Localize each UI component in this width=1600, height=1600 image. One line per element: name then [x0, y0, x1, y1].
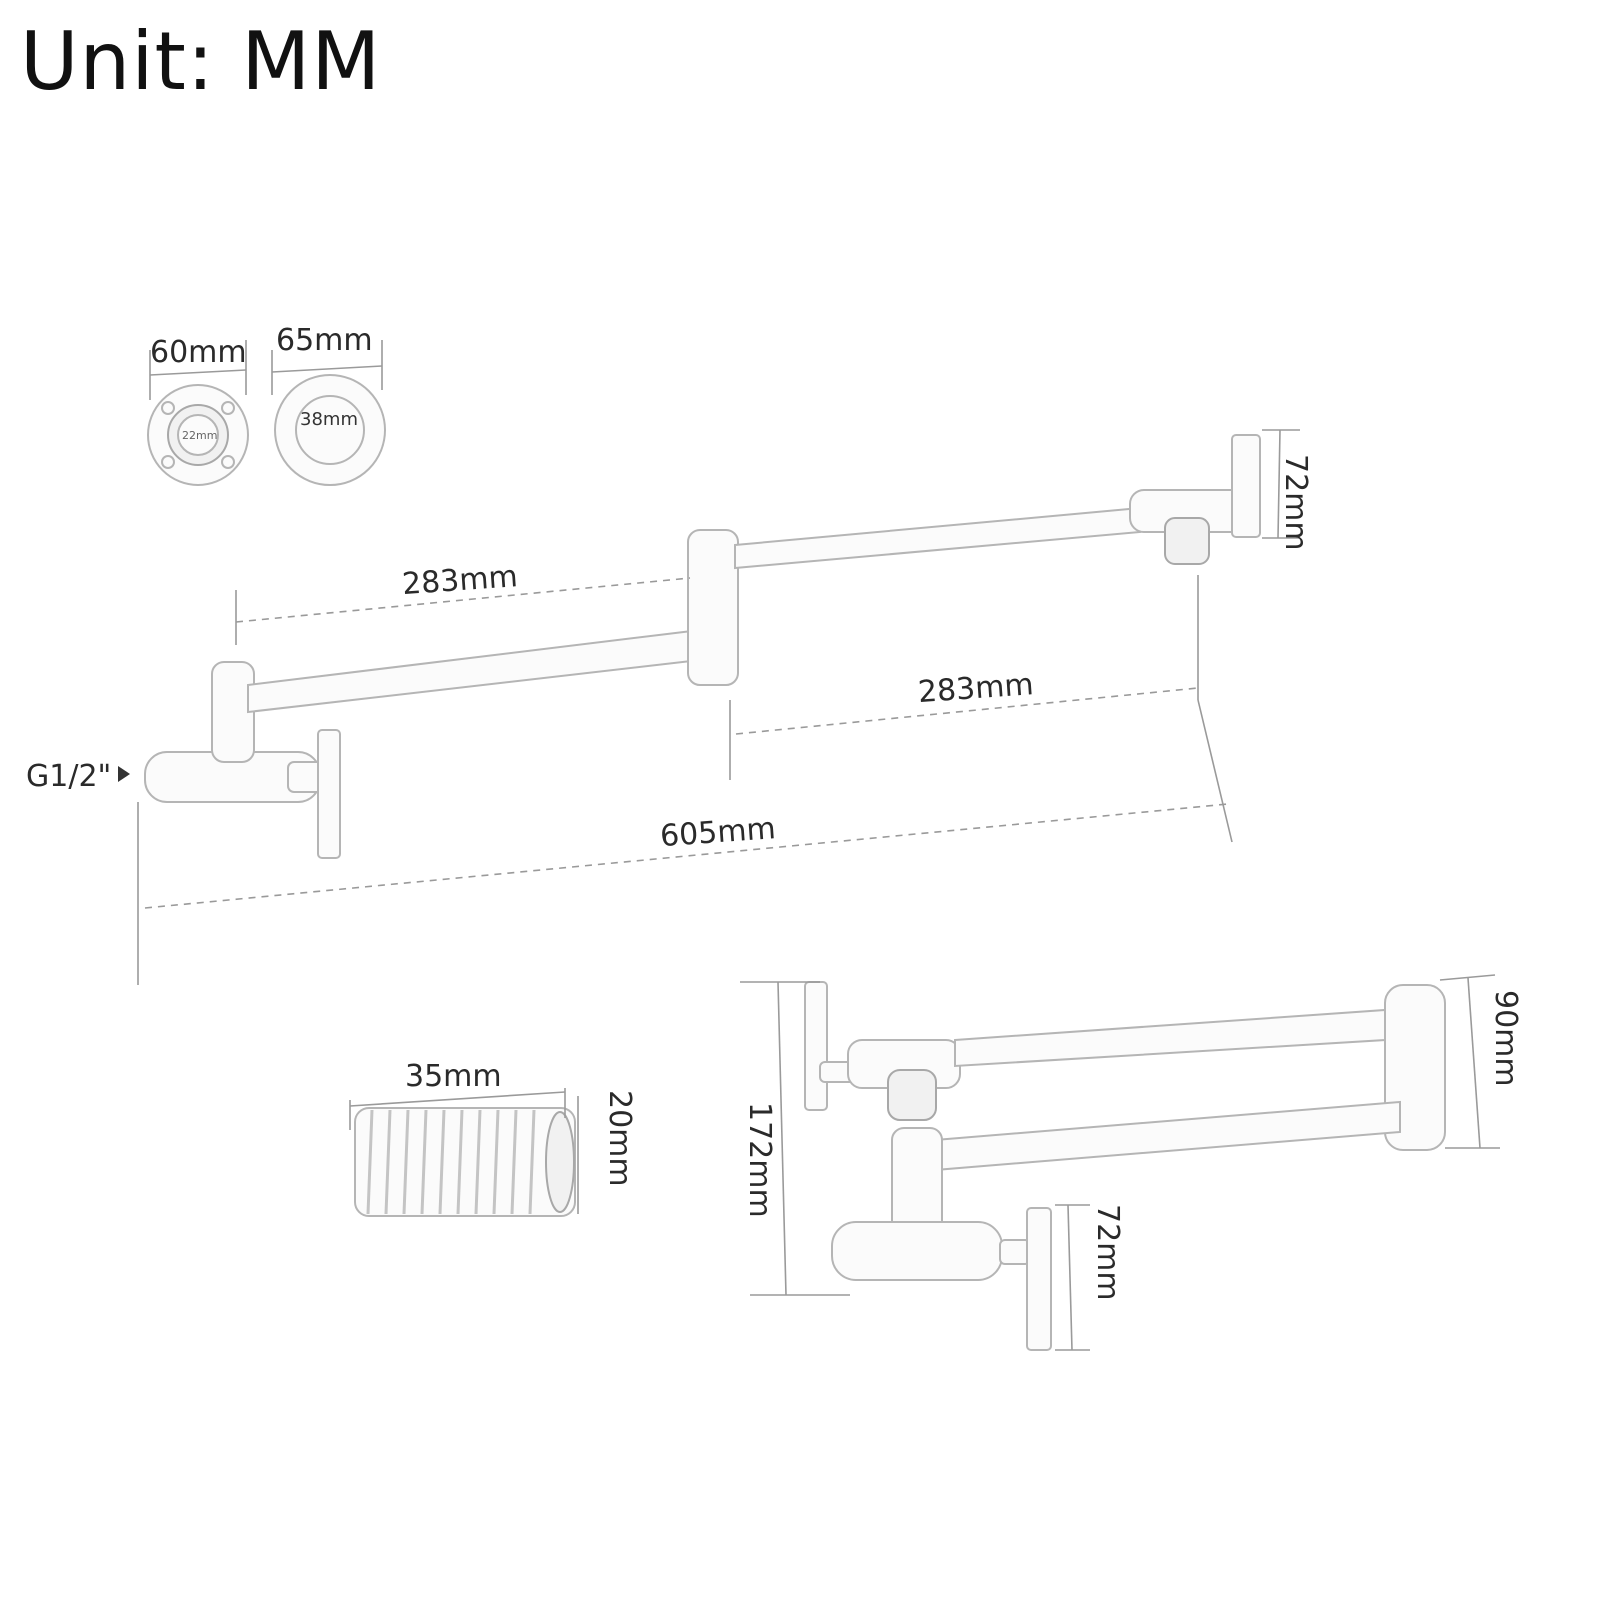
folded-faucet — [804, 981, 1446, 1351]
folded-handle-height-label: 72mm — [1090, 1204, 1125, 1301]
inlet-thread-label: G1/2" — [26, 759, 111, 794]
unit-title: Unit: MM — [20, 15, 382, 108]
total-reach-label: 605mm — [659, 811, 777, 854]
arm-length-2-label: 283mm — [917, 667, 1035, 710]
flange-width-label: 60mm — [150, 335, 247, 370]
aerator-part — [354, 1107, 576, 1217]
inlet-arrow-icon — [118, 766, 130, 782]
arm-length-1-label: 283mm — [401, 559, 519, 602]
cover-width-label: 65mm — [276, 323, 373, 358]
arm-spacing-label: 90mm — [1488, 990, 1523, 1087]
folded-height-label: 172mm — [742, 1102, 777, 1218]
extended-faucet — [144, 434, 1261, 859]
aerator-length-label: 35mm — [405, 1059, 502, 1094]
cover-bore-label: 38mm — [300, 409, 358, 430]
extended-handle-height-label: 72mm — [1278, 454, 1313, 551]
cover-plate — [271, 340, 386, 486]
aerator-diameter-label: 20mm — [602, 1090, 637, 1187]
flange-bore-label: 22mm — [182, 429, 217, 442]
flange-plate — [147, 340, 249, 486]
